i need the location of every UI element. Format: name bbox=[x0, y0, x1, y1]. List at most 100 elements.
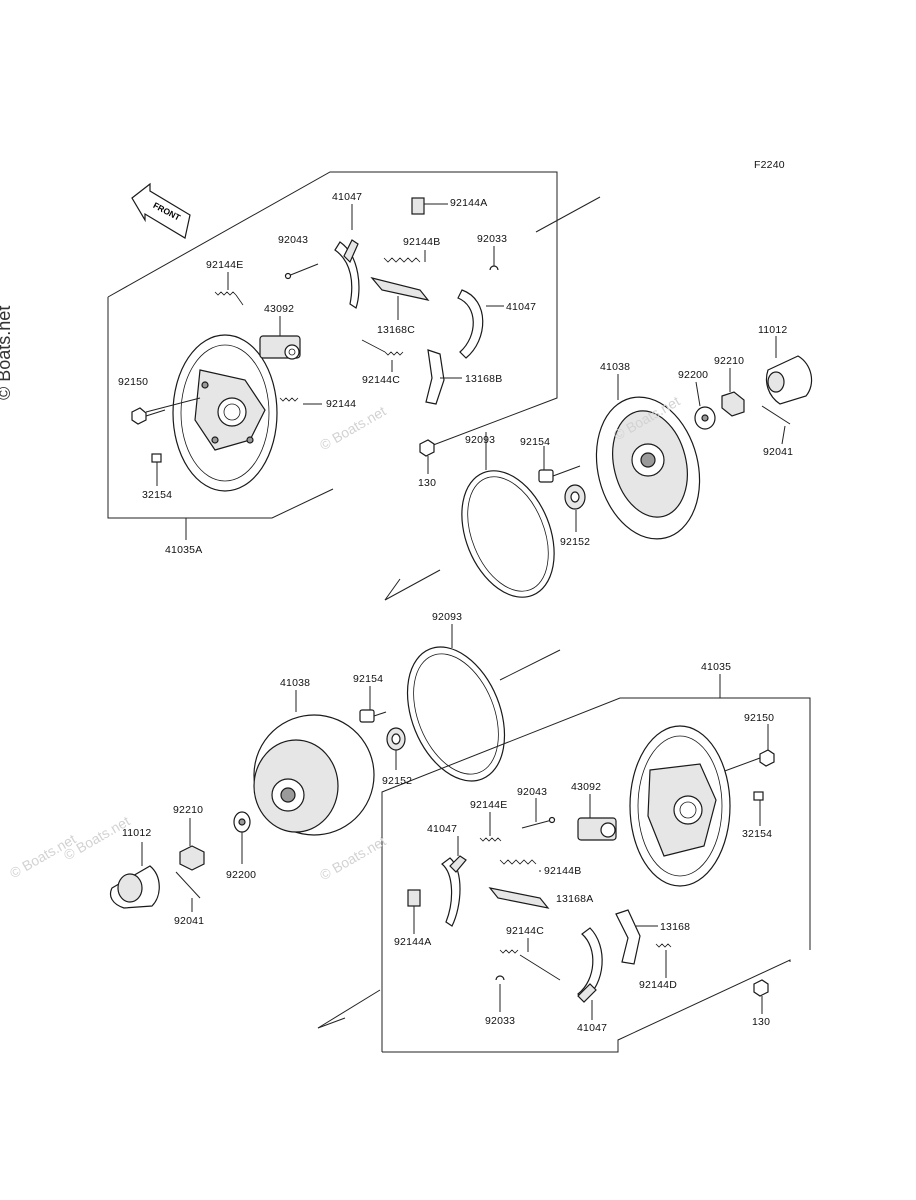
lever-13168B-upper bbox=[425, 349, 462, 405]
lever-13168A-lower bbox=[488, 887, 550, 909]
part-label-41035A[interactable]: 41035A bbox=[165, 544, 203, 556]
part-label-92200-lower[interactable]: 92200 bbox=[226, 869, 257, 881]
part-label-92043-lower[interactable]: 92043 bbox=[517, 786, 548, 798]
part-label-13168B[interactable]: 13168B bbox=[465, 373, 503, 385]
part-label-130-lower[interactable]: 130 bbox=[752, 1016, 771, 1028]
nut-92210-lower bbox=[179, 818, 205, 871]
wheel-cylinder-lower bbox=[577, 794, 617, 841]
spring-92144B-upper bbox=[383, 250, 426, 263]
spring-92144C-upper bbox=[361, 339, 404, 372]
part-label-92144A-lower[interactable]: 92144A bbox=[394, 936, 432, 948]
part-label-92041[interactable]: 92041 bbox=[763, 446, 794, 458]
part-label-32154-lower[interactable]: 32154 bbox=[742, 828, 773, 840]
backing-plate-lower bbox=[629, 725, 731, 887]
part-label-92144A[interactable]: 92144A bbox=[450, 197, 488, 209]
part-label-11012[interactable]: 11012 bbox=[758, 324, 788, 336]
watermark-side: © Boats.net bbox=[0, 305, 14, 400]
pin-92043-lower bbox=[521, 798, 556, 829]
part-label-11012-lower[interactable]: 11012 bbox=[122, 827, 152, 839]
part-label-92152-lower[interactable]: 92152 bbox=[382, 775, 413, 787]
part-label-13168C[interactable]: 13168C bbox=[377, 324, 415, 336]
part-label-43092-lower[interactable]: 43092 bbox=[571, 781, 602, 793]
nut-92210-upper bbox=[721, 368, 745, 417]
part-label-43092[interactable]: 43092 bbox=[264, 303, 295, 315]
bolt-92150-upper bbox=[131, 397, 201, 425]
washer-92200-upper bbox=[694, 381, 716, 430]
wheel-cylinder-upper bbox=[259, 316, 301, 360]
part-label-92144D[interactable]: 92144D bbox=[639, 979, 677, 991]
part-label-92150[interactable]: 92150 bbox=[118, 376, 149, 388]
bolt-130-lower bbox=[753, 979, 769, 1014]
figure-code: F2240 bbox=[754, 159, 785, 171]
part-label-41047-b[interactable]: 41047 bbox=[506, 301, 537, 313]
part-label-92152[interactable]: 92152 bbox=[560, 536, 591, 548]
upper-assembly-frame bbox=[107, 171, 601, 601]
pin-92041-upper bbox=[761, 405, 791, 445]
part-label-41047-lower-a[interactable]: 41047 bbox=[427, 823, 458, 835]
clip-92033-upper bbox=[489, 246, 499, 271]
washer-92152-upper bbox=[564, 484, 586, 532]
part-label-92144E[interactable]: 92144E bbox=[206, 259, 244, 271]
part-label-41047-lower-b[interactable]: 41047 bbox=[577, 1022, 608, 1034]
brake-shoe-upper-b bbox=[457, 289, 504, 359]
part-label-130[interactable]: 130 bbox=[418, 477, 437, 489]
clip-92144A-upper bbox=[411, 197, 448, 215]
part-label-32154[interactable]: 32154 bbox=[142, 489, 173, 501]
part-label-92144B[interactable]: 92144B bbox=[403, 236, 441, 248]
part-label-92043[interactable]: 92043 bbox=[278, 234, 309, 246]
lower-assembly-frame bbox=[317, 674, 811, 1053]
part-label-92093-lower[interactable]: 92093 bbox=[432, 611, 463, 623]
pin-92043-upper bbox=[284, 263, 319, 280]
part-label-41038[interactable]: 41038 bbox=[600, 361, 631, 373]
brake-drum-upper bbox=[595, 374, 701, 540]
brake-shoe-lower-b bbox=[577, 927, 603, 1020]
spring-92144E-upper bbox=[214, 272, 244, 306]
washer-92200-lower bbox=[233, 811, 251, 864]
lever-13168C-upper bbox=[370, 276, 430, 320]
bolt-92150-lower bbox=[721, 724, 775, 773]
front-arrow-icon: FRONT bbox=[131, 182, 191, 239]
stud-92154-lower bbox=[359, 686, 387, 723]
clip-92144A-lower bbox=[407, 889, 421, 934]
part-label-41035[interactable]: 41035 bbox=[701, 661, 732, 673]
part-label-41038-lower[interactable]: 41038 bbox=[280, 677, 311, 689]
part-label-92033[interactable]: 92033 bbox=[477, 233, 508, 245]
part-label-92154-lower[interactable]: 92154 bbox=[353, 673, 384, 685]
spring-92144D-lower bbox=[655, 943, 672, 978]
part-label-92210-lower[interactable]: 92210 bbox=[173, 804, 204, 816]
clip-92033-lower bbox=[495, 975, 505, 1012]
brake-shoe-lower-a bbox=[441, 836, 467, 927]
part-label-92041-lower[interactable]: 92041 bbox=[174, 915, 205, 927]
nipple-32154-upper bbox=[151, 453, 162, 486]
pin-92041-lower bbox=[175, 871, 201, 912]
part-label-41047[interactable]: 41047 bbox=[332, 191, 363, 203]
part-label-13168A[interactable]: 13168A bbox=[556, 893, 594, 905]
part-label-92150-lower[interactable]: 92150 bbox=[744, 712, 775, 724]
cap-11012-upper bbox=[765, 336, 813, 405]
spring-92144B-lower bbox=[499, 859, 541, 872]
part-label-92144E-lower[interactable]: 92144E bbox=[470, 799, 508, 811]
part-label-92093[interactable]: 92093 bbox=[465, 434, 496, 446]
part-label-92144C[interactable]: 92144C bbox=[362, 374, 400, 386]
part-label-92033-lower[interactable]: 92033 bbox=[485, 1015, 516, 1027]
part-label-92144C-lower[interactable]: 92144C bbox=[506, 925, 544, 937]
part-label-92200[interactable]: 92200 bbox=[678, 369, 709, 381]
part-label-92154[interactable]: 92154 bbox=[520, 436, 551, 448]
spring-92144-upper bbox=[279, 397, 322, 405]
spring-92144E-lower bbox=[479, 812, 502, 842]
washer-92152-lower bbox=[386, 727, 406, 770]
brake-shoe-upper-a bbox=[334, 204, 360, 309]
nipple-32154-lower bbox=[753, 791, 764, 826]
part-label-92144[interactable]: 92144 bbox=[326, 398, 357, 410]
part-label-92144B-lower[interactable]: 92144B bbox=[544, 865, 582, 877]
part-label-92210[interactable]: 92210 bbox=[714, 355, 745, 367]
spring-92144C-lower bbox=[499, 938, 561, 981]
brake-drum-lower bbox=[253, 690, 375, 836]
seal-92093-upper bbox=[461, 432, 555, 598]
part-label-13168[interactable]: 13168 bbox=[660, 921, 691, 933]
lever-13168-lower bbox=[615, 909, 658, 965]
bolt-130-upper bbox=[419, 439, 435, 474]
stud-92154-upper bbox=[538, 446, 581, 483]
cap-11012-lower bbox=[109, 842, 160, 909]
